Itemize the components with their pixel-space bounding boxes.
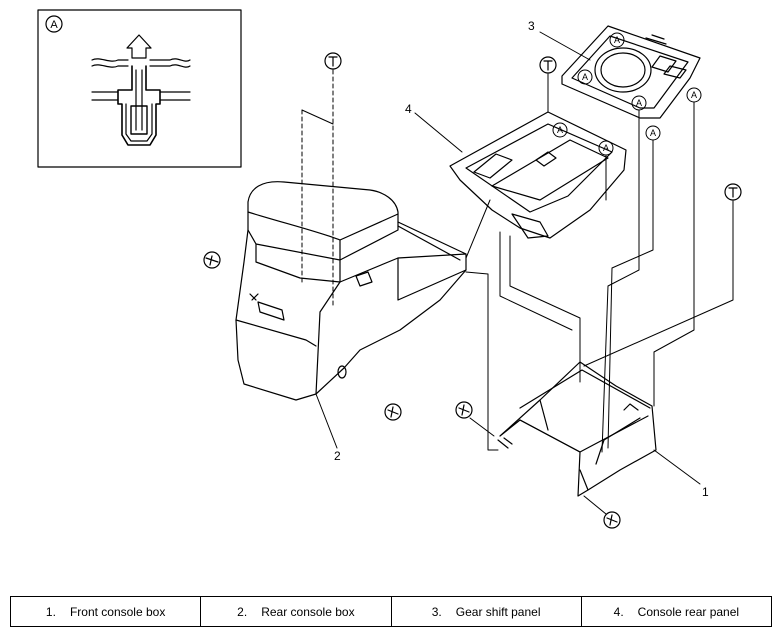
callout-1: 1 xyxy=(702,485,709,499)
legend-item: 2. Rear console box xyxy=(201,597,392,626)
legend-item: 3. Gear shift panel xyxy=(392,597,582,626)
clip-marker-a-6: A xyxy=(557,125,563,135)
leader-lines xyxy=(301,69,734,515)
callout-4: 4 xyxy=(405,102,412,116)
legend-item: 1. Front console box xyxy=(11,597,202,626)
rear-console-box xyxy=(235,181,467,401)
legend-number: 1. xyxy=(45,604,56,619)
legend-number: 4. xyxy=(613,604,624,619)
clip-detail-inset: A xyxy=(37,9,242,168)
clip-marker-a-7: A xyxy=(603,143,609,153)
screw-icon-3 xyxy=(724,183,742,201)
callout-3: 3 xyxy=(528,19,535,33)
screw-icon-5 xyxy=(384,403,402,421)
clip-marker-a-3: A xyxy=(636,98,642,108)
gear-shift-panel xyxy=(561,25,701,119)
callout-2: 2 xyxy=(334,449,341,463)
screw-icon-7 xyxy=(603,511,621,529)
inset-marker-label: A xyxy=(50,19,58,31)
clip-marker-a-1: A xyxy=(614,35,620,45)
screw-icon-6 xyxy=(455,401,473,419)
clip-marker-a-2: A xyxy=(582,72,588,82)
legend-item: 4. Console rear panel xyxy=(582,597,771,626)
console-rear-panel xyxy=(449,111,627,239)
callout-leaders xyxy=(315,31,701,485)
clip-marker-a-5: A xyxy=(650,128,656,138)
legend-label: Gear shift panel xyxy=(455,604,541,619)
legend-number: 3. xyxy=(431,604,442,619)
clip-marker-a-4: A xyxy=(691,90,697,100)
legend-label: Front console box xyxy=(69,604,166,619)
legend-label: Rear console box xyxy=(261,604,355,619)
screw-icon-1 xyxy=(324,52,342,70)
front-console-box xyxy=(497,361,657,497)
legend-label: Console rear panel xyxy=(637,604,740,619)
exploded-diagram: A xyxy=(37,9,742,529)
screw-icon-2 xyxy=(539,56,557,74)
parts-legend: 1. Front console box 2. Rear console box… xyxy=(10,596,772,627)
legend-number: 2. xyxy=(237,604,248,619)
screw-icon-4 xyxy=(203,251,221,269)
